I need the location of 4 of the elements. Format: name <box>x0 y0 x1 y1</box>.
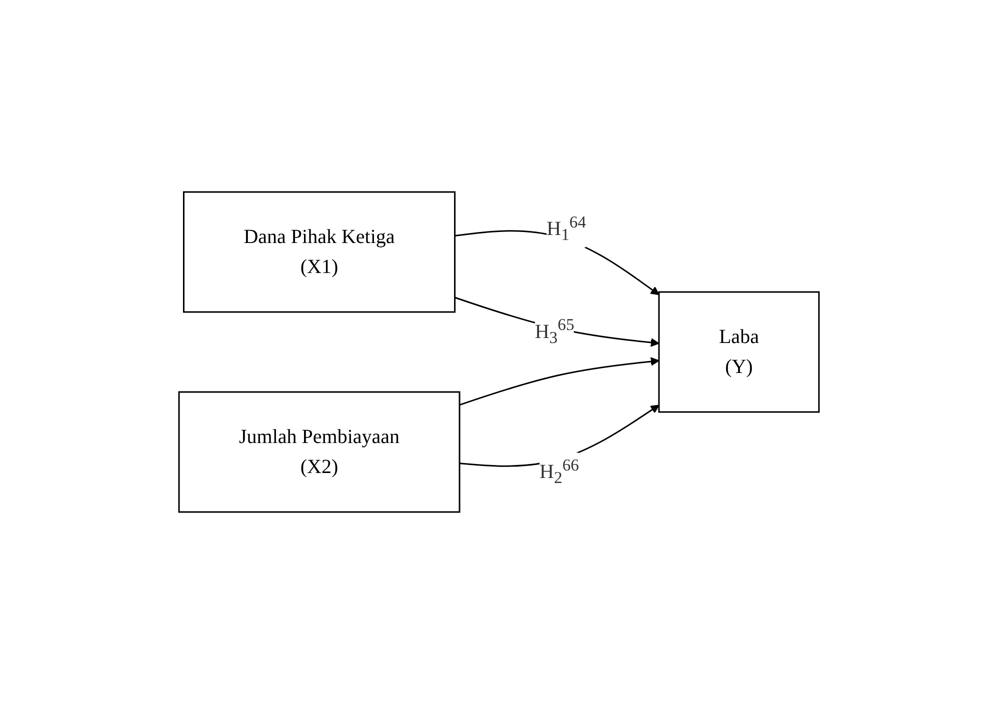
node-box: Laba (Y) <box>658 291 820 413</box>
node-box: Dana Pihak Ketiga (X1) <box>183 191 456 313</box>
arrow <box>459 357 660 406</box>
node-box: Jumlah Pembiayaan (X2) <box>178 391 460 513</box>
